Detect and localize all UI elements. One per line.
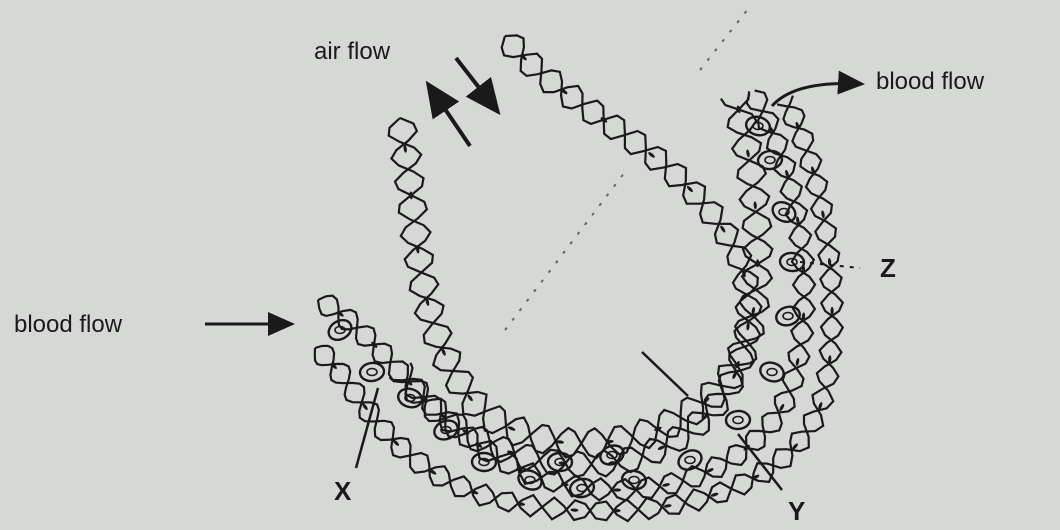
cell-nucleus — [821, 210, 826, 218]
red-blood-cell-center — [685, 457, 695, 464]
red-blood-cell-center — [629, 477, 639, 484]
alveolus-inner-strand-b — [391, 91, 772, 457]
cell-nucleus — [710, 492, 719, 498]
dotted-guide-2 — [700, 4, 752, 70]
red-blood-cell — [472, 453, 497, 472]
red-blood-cell-center — [577, 485, 587, 492]
cell-nucleus — [507, 426, 516, 432]
cell-nucleus — [830, 307, 833, 315]
red-blood-cell — [359, 362, 385, 383]
cell-nucleus — [756, 259, 759, 267]
red-blood-cell — [726, 410, 751, 429]
cell-nucleus — [753, 201, 757, 209]
air-flow-out-arrow — [428, 84, 470, 146]
cell-nucleus — [647, 151, 655, 158]
blood-flow-out-arrow — [772, 83, 862, 106]
cell-nucleus — [392, 439, 400, 447]
cell-nucleus — [663, 504, 671, 508]
blood-flow-out-label: blood flow — [876, 70, 984, 94]
cell-nucleus — [466, 394, 473, 402]
cell-nucleus — [613, 488, 621, 491]
alveolus-outer-strand-a — [405, 36, 760, 476]
red-blood-cell-center — [367, 369, 377, 376]
red-blood-cell — [325, 316, 355, 344]
pointer-inner — [642, 352, 688, 396]
cell-nucleus — [746, 322, 750, 330]
air-flow-in-arrow — [456, 58, 498, 112]
air-flow-label: air flow — [314, 40, 390, 64]
label-y: Y — [788, 498, 805, 524]
cell-nucleus — [795, 358, 800, 366]
cell-nucleus — [778, 403, 785, 412]
blood-flow-in-label: blood flow — [14, 313, 122, 337]
red-blood-cell-center — [733, 417, 743, 424]
cell-nucleus — [719, 225, 726, 233]
cell-nucleus — [746, 149, 751, 157]
cell-nucleus — [570, 508, 578, 512]
alveolus-wall-strands — [315, 35, 843, 521]
red-blood-cell-center — [783, 313, 793, 320]
cell-nucleus — [686, 185, 694, 193]
label-x: X — [334, 478, 351, 504]
cell-nucleus — [361, 403, 368, 411]
dotted-guide-1 — [505, 168, 628, 330]
red-blood-cell-center — [765, 157, 775, 164]
red-blood-cell-center — [767, 369, 777, 376]
cell-nucleus — [403, 145, 407, 153]
label-z: Z — [880, 255, 896, 281]
cell-nucleus — [409, 191, 413, 199]
blood-cells — [325, 114, 805, 499]
cell-nucleus — [662, 482, 670, 487]
